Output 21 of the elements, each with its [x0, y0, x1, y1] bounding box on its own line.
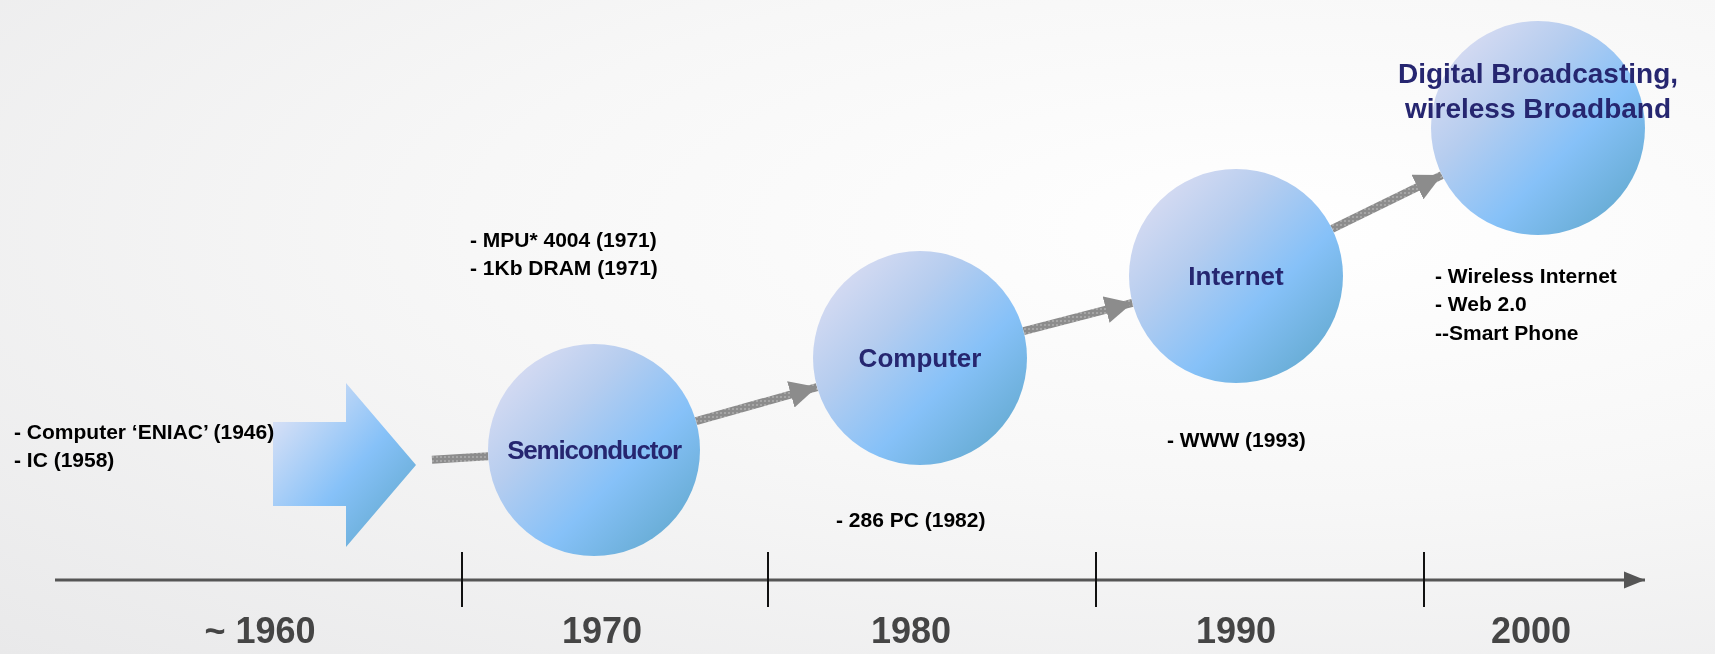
milestone-note: - 286 PC (1982)	[836, 507, 987, 533]
milestone-note: - WWW (1993)	[1167, 427, 1307, 453]
node-label: Computer	[858, 341, 982, 375]
milestone-note: --Smart Phone	[1435, 319, 1580, 346]
arrow	[1022, 296, 1134, 335]
arrow	[1330, 171, 1444, 233]
year-label: 2000	[1490, 610, 1572, 652]
year-label: ~ 1960	[204, 610, 316, 652]
year-label: 1970	[561, 610, 643, 652]
year-label: 1980	[870, 610, 952, 652]
node-label: Semiconductor	[507, 433, 681, 467]
milestone-note: - Wireless Internet	[1435, 263, 1618, 289]
arrow-shape	[273, 383, 416, 547]
milestone-note: - Web 2.0	[1435, 291, 1528, 318]
milestone-note: - IC (1958)	[14, 447, 116, 474]
year-label: 1990	[1195, 610, 1277, 652]
milestone-note: - 1Kb DRAM (1971)	[470, 255, 659, 282]
milestone-note: - MPU* 4004 (1971)	[470, 227, 658, 253]
node-label: Internet	[1188, 259, 1284, 293]
milestone-note: - Computer ‘ENIAC’ (1946)	[14, 419, 276, 445]
arrow	[694, 381, 819, 426]
